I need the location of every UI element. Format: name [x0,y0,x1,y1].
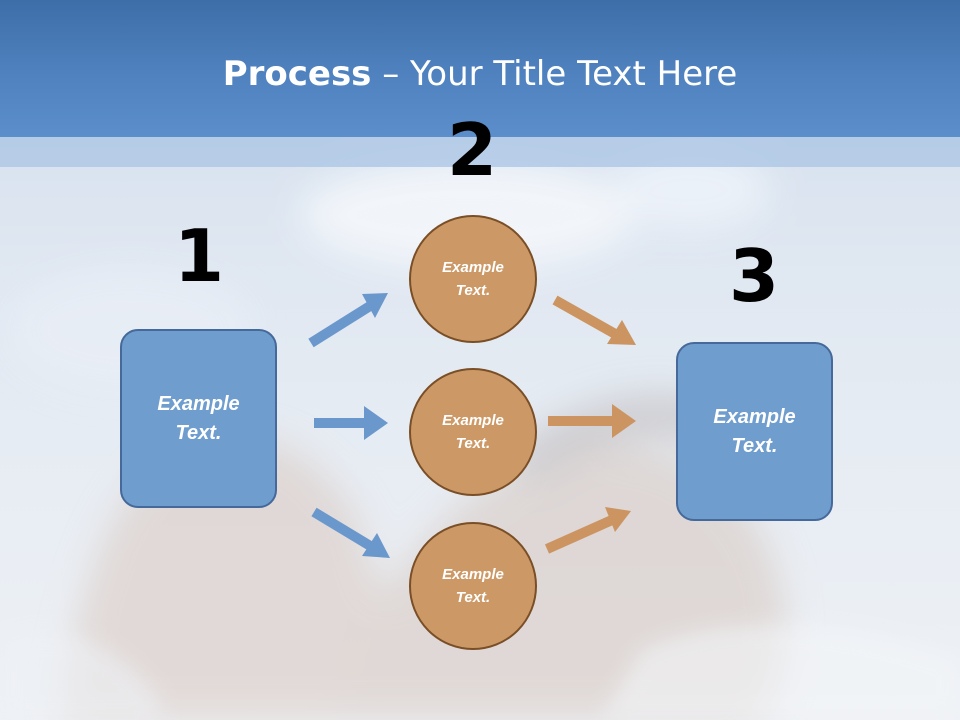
arrow-blue-down [311,507,390,558]
circle-middle: Example Text. [409,368,537,496]
circle-bottom-label: Example Text. [442,566,504,606]
arrow-blue-right [314,406,388,440]
slide-title: Process – Your Title Text Here [0,52,960,96]
circle-top-label: Example Text. [442,259,504,299]
step-3-label: Example Text. [713,405,796,457]
arrow-orange-right [548,404,636,438]
title-bar [0,0,960,137]
step-1-box: Example Text. [120,329,277,508]
arrow-orange-down [552,295,636,345]
arrow-blue-up [308,293,388,348]
arrow-orange-up [544,507,631,554]
circle-top: Example Text. [409,215,537,343]
step-3-box: Example Text. [676,342,833,521]
title-bold: Process [222,54,372,94]
title-rest: – Your Title Text Here [371,54,738,94]
circle-middle-label: Example Text. [442,412,504,452]
circle-bottom: Example Text. [409,522,537,650]
title-strip [0,137,960,167]
step-number-2: 2 [446,108,498,192]
step-number-3: 3 [728,234,780,318]
step-number-1: 1 [173,214,225,298]
step-1-label: Example Text. [157,392,240,444]
